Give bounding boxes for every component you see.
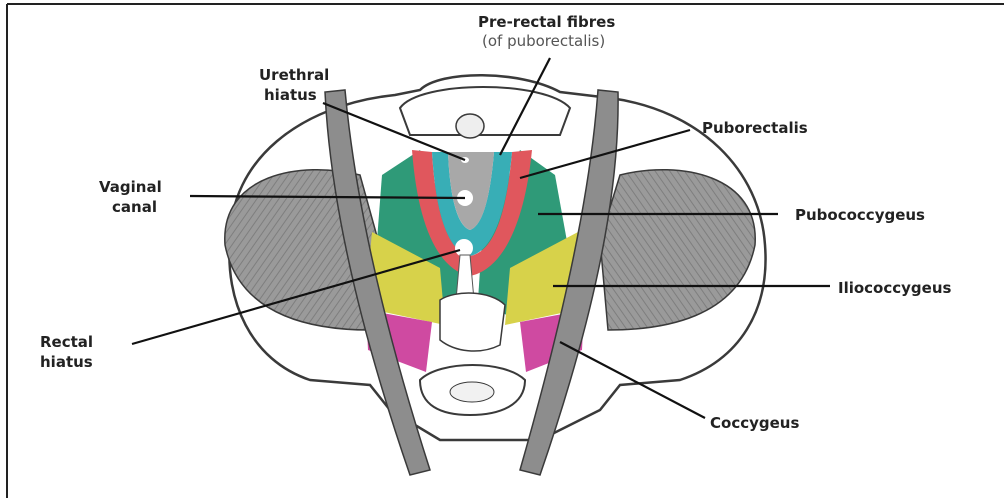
label-puborectalis: Puborectalis <box>702 119 808 138</box>
label-rectal-hiatus-2: hiatus <box>40 353 93 372</box>
label-vaginal-canal-2: canal <box>112 198 157 217</box>
label-coccygeus: Coccygeus <box>710 414 799 433</box>
label-rectal-hiatus-1: Rectal <box>40 333 93 352</box>
label-pre-rectal-note: (of puborectalis) <box>482 32 605 51</box>
pubic-symphysis <box>400 87 570 135</box>
rectal-hiatus <box>455 239 473 257</box>
coccyx <box>440 293 505 351</box>
label-pubococcygeus: Pubococcygeus <box>795 206 925 225</box>
label-iliococcygeus: Iliococcygeus <box>838 279 951 298</box>
label-pre-rectal-fibres: Pre-rectal fibres <box>478 13 615 32</box>
label-urethral-hiatus-1: Urethral <box>259 66 329 85</box>
label-vaginal-canal-1: Vaginal <box>99 178 162 197</box>
label-urethral-hiatus-2: hiatus <box>264 86 317 105</box>
